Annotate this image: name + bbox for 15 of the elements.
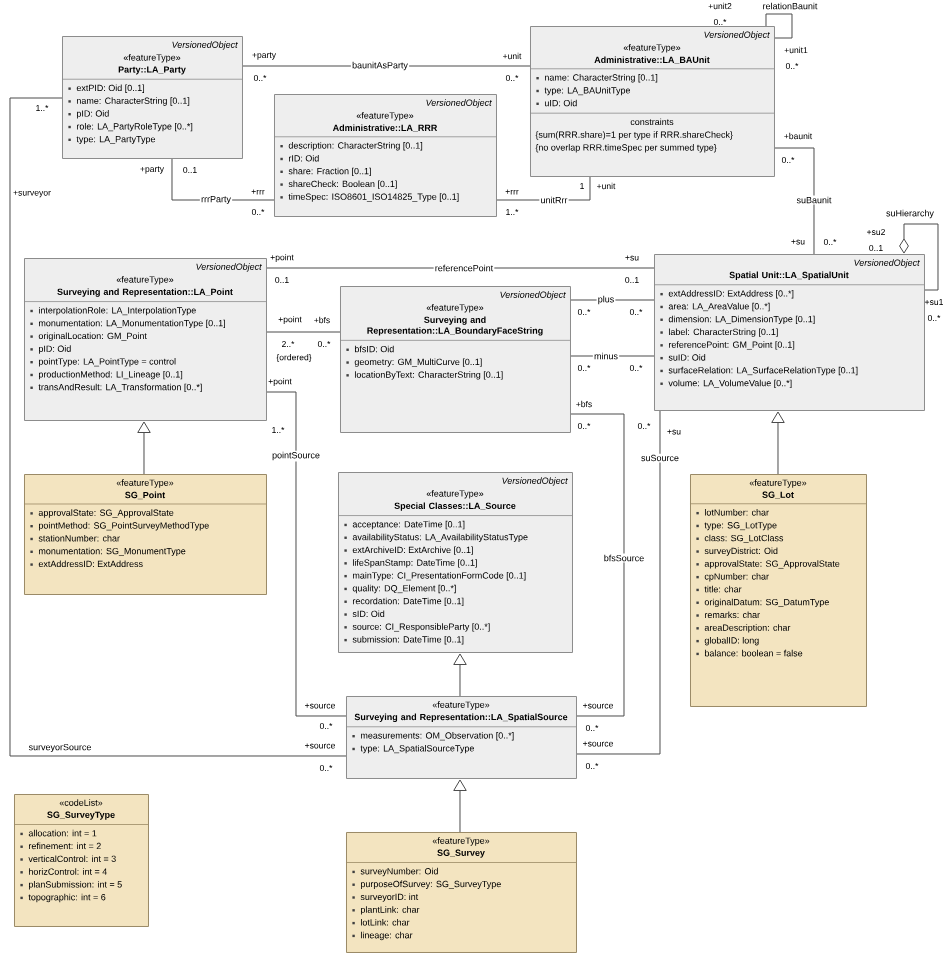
association-line: [570, 413, 625, 717]
generalization-arrow: [137, 421, 151, 475]
association-line: [570, 299, 655, 301]
association-line: [576, 410, 661, 755]
aggregation-line: [899, 223, 939, 291]
association-line: [266, 391, 347, 717]
generalization-arrow: [771, 411, 785, 475]
association-line: [266, 267, 655, 269]
association-line: [774, 147, 815, 255]
association-line: [266, 331, 341, 333]
association-line: [9, 97, 347, 757]
generalization-arrow: [453, 779, 467, 833]
generalization-arrow: [453, 653, 467, 697]
association-line: [765, 13, 793, 39]
association-line: [171, 158, 275, 201]
